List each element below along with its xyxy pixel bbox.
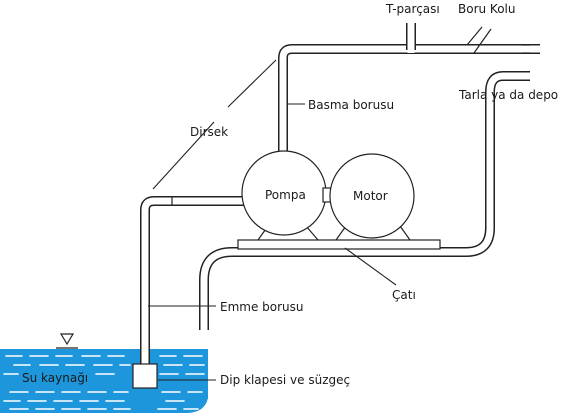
return-pipe	[199, 71, 530, 330]
water-ripples	[3, 355, 205, 410]
motor-label: Motor	[353, 189, 388, 203]
leader-lines	[148, 59, 397, 381]
water-source-label: Su kaynağı	[22, 371, 88, 385]
pipe-elbow-branch	[466, 26, 530, 54]
field-or-tank-label: Tarla ya da depo	[458, 88, 558, 102]
foot-valve-label: Dip klapesi ve süzgeç	[220, 373, 350, 387]
suction-pipe-label: Emme borusu	[220, 300, 304, 314]
discharge-pipe-label: Basma borusu	[308, 98, 394, 112]
discharge-pipe	[278, 44, 540, 158]
water-source: Su kaynağı	[0, 333, 208, 413]
frame-label: Çatı	[392, 288, 416, 302]
pipe-elbow-label: Boru Kolu	[458, 2, 515, 16]
foot-valve	[132, 363, 158, 389]
pump-label: Pompa	[265, 188, 306, 202]
pump: Pompa	[241, 150, 327, 236]
suction-pipe	[140, 196, 246, 365]
water-level-icon	[59, 333, 75, 346]
motor-body	[329, 153, 415, 239]
elbow-label: Dirsek	[190, 125, 228, 139]
t-piece-label: T-parçası	[385, 2, 440, 16]
motor: Motor	[329, 153, 415, 239]
